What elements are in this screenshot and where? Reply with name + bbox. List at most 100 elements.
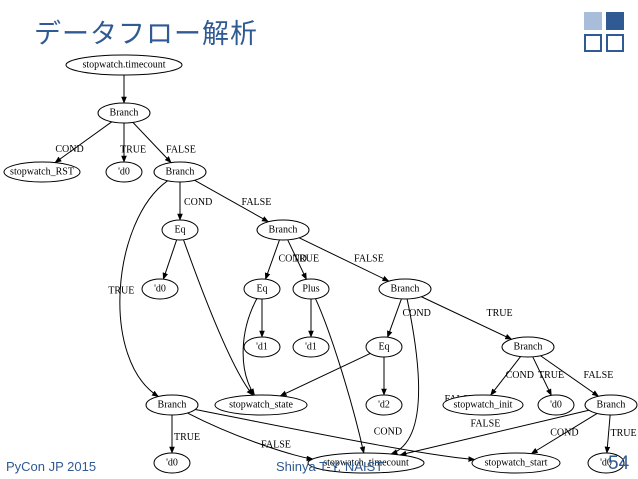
node-label: 'd2 (378, 400, 390, 411)
node-label: Branch (166, 167, 195, 178)
node-ellipse (501, 336, 555, 358)
node-label: Eq (256, 284, 267, 295)
node-eq1: Eq (161, 219, 199, 241)
edge-n_b2-n_b6: TRUE (108, 180, 168, 397)
edge-n_eq2-n_state (242, 298, 258, 396)
edge-label: COND (550, 428, 578, 439)
edge-label: TRUE (108, 286, 134, 297)
edge-line (490, 356, 521, 396)
edge-line (399, 409, 589, 457)
node-label: Eq (378, 342, 389, 353)
edge-line (194, 179, 269, 223)
edge-label: TRUE (538, 370, 564, 381)
node-b7: Branch (584, 394, 638, 416)
node-label: stopwatch.timecount (82, 60, 165, 71)
edge-line (242, 298, 258, 396)
footer-event: PyCon JP 2015 (6, 459, 97, 474)
edge-line (287, 239, 307, 280)
edge-n_b4-n_tc: FALSE (390, 298, 474, 455)
edge-label: COND (278, 254, 306, 265)
node-ellipse (537, 394, 575, 416)
node-ellipse (471, 452, 561, 474)
edge-line (279, 353, 371, 397)
edge-line (132, 122, 172, 164)
logo-square (584, 34, 602, 52)
node-tc: stopwatch_timecount (307, 452, 425, 474)
node-label: stopwatch_start (485, 458, 548, 469)
edge-line (298, 237, 390, 282)
node-ellipse (214, 394, 308, 416)
node-ellipse (584, 394, 638, 416)
edge-label: TRUE (293, 254, 319, 265)
node-ellipse (365, 336, 403, 358)
node-d0a: 'd0 (105, 161, 143, 183)
edge-n_b2-n_eq1: COND (177, 182, 212, 221)
node-label: 'd1 (305, 342, 317, 353)
node-ellipse (153, 161, 207, 183)
node-ellipse (145, 394, 199, 416)
edge-label: FALSE (471, 419, 501, 430)
node-eq2: Eq (243, 278, 281, 300)
node-label: 'd0 (166, 458, 178, 469)
edge-n_b4-n_eq3: COND (387, 298, 431, 338)
node-ellipse (442, 394, 524, 416)
edge-label: FALSE (261, 440, 291, 451)
edge-label: TRUE (174, 432, 200, 443)
node-label: stopwatch_RST (10, 167, 74, 178)
edge-line (119, 180, 168, 397)
edge-line (532, 356, 552, 396)
node-label: 'd0 (600, 458, 612, 469)
edge-n_b7-n_tc: FALSE (399, 409, 589, 457)
node-b1: Branch (97, 102, 151, 124)
node-label: stopwatch_state (229, 400, 293, 411)
node-ellipse (378, 278, 432, 300)
edge-line (604, 414, 611, 454)
node-label: Branch (391, 284, 420, 295)
node-b3: Branch (256, 219, 310, 241)
edge-n_b5-n_init: COND (490, 356, 534, 396)
node-label: Branch (269, 225, 298, 236)
node-ellipse (292, 278, 330, 300)
node-label: 'd0 (118, 167, 130, 178)
node-state: stopwatch_state (214, 394, 308, 416)
edge-n_b2-n_b3: FALSE (194, 179, 271, 223)
node-b2: Branch (153, 161, 207, 183)
edge-n_eq1-n_d0b (162, 239, 178, 280)
node-ellipse (161, 219, 199, 241)
node-label: Branch (514, 342, 543, 353)
logo-squares-icon (584, 12, 628, 56)
node-ellipse (141, 278, 179, 300)
node-ellipse (256, 219, 310, 241)
node-rst: stopwatch_RST (3, 161, 81, 183)
edge-n_b3-n_plus: TRUE (287, 239, 319, 280)
node-ellipse (243, 278, 281, 300)
edge-n_b6-n_tc: FALSE (187, 412, 314, 462)
edge-label: COND (55, 144, 83, 155)
edge-line (387, 298, 402, 338)
node-ellipse (307, 452, 425, 474)
node-top: stopwatch.timecount (65, 54, 183, 76)
edge-label: COND (374, 427, 402, 438)
edge-label: COND (506, 370, 534, 381)
node-ellipse (3, 161, 81, 183)
node-d2: 'd2 (365, 394, 403, 416)
edge-line (195, 409, 476, 462)
edge-n_b1-n_rst: COND (54, 121, 113, 164)
node-ellipse (153, 452, 191, 474)
page-number: 54 (608, 453, 630, 474)
edge-line (187, 412, 314, 462)
edge-line (540, 355, 600, 397)
node-label: Plus (302, 284, 319, 295)
node-d1b: 'd1 (292, 336, 330, 358)
node-d0d: 'd0 (153, 452, 191, 474)
node-init: stopwatch_init (442, 394, 524, 416)
edge-n_eq3-n_state (279, 353, 371, 397)
logo-square (606, 12, 624, 30)
edge-line (530, 413, 598, 455)
edge-label: COND (402, 308, 430, 319)
node-label: stopwatch_timecount (323, 458, 409, 469)
node-start: stopwatch_start (471, 452, 561, 474)
logo-square (584, 12, 602, 30)
edge-label: FALSE (584, 370, 614, 381)
